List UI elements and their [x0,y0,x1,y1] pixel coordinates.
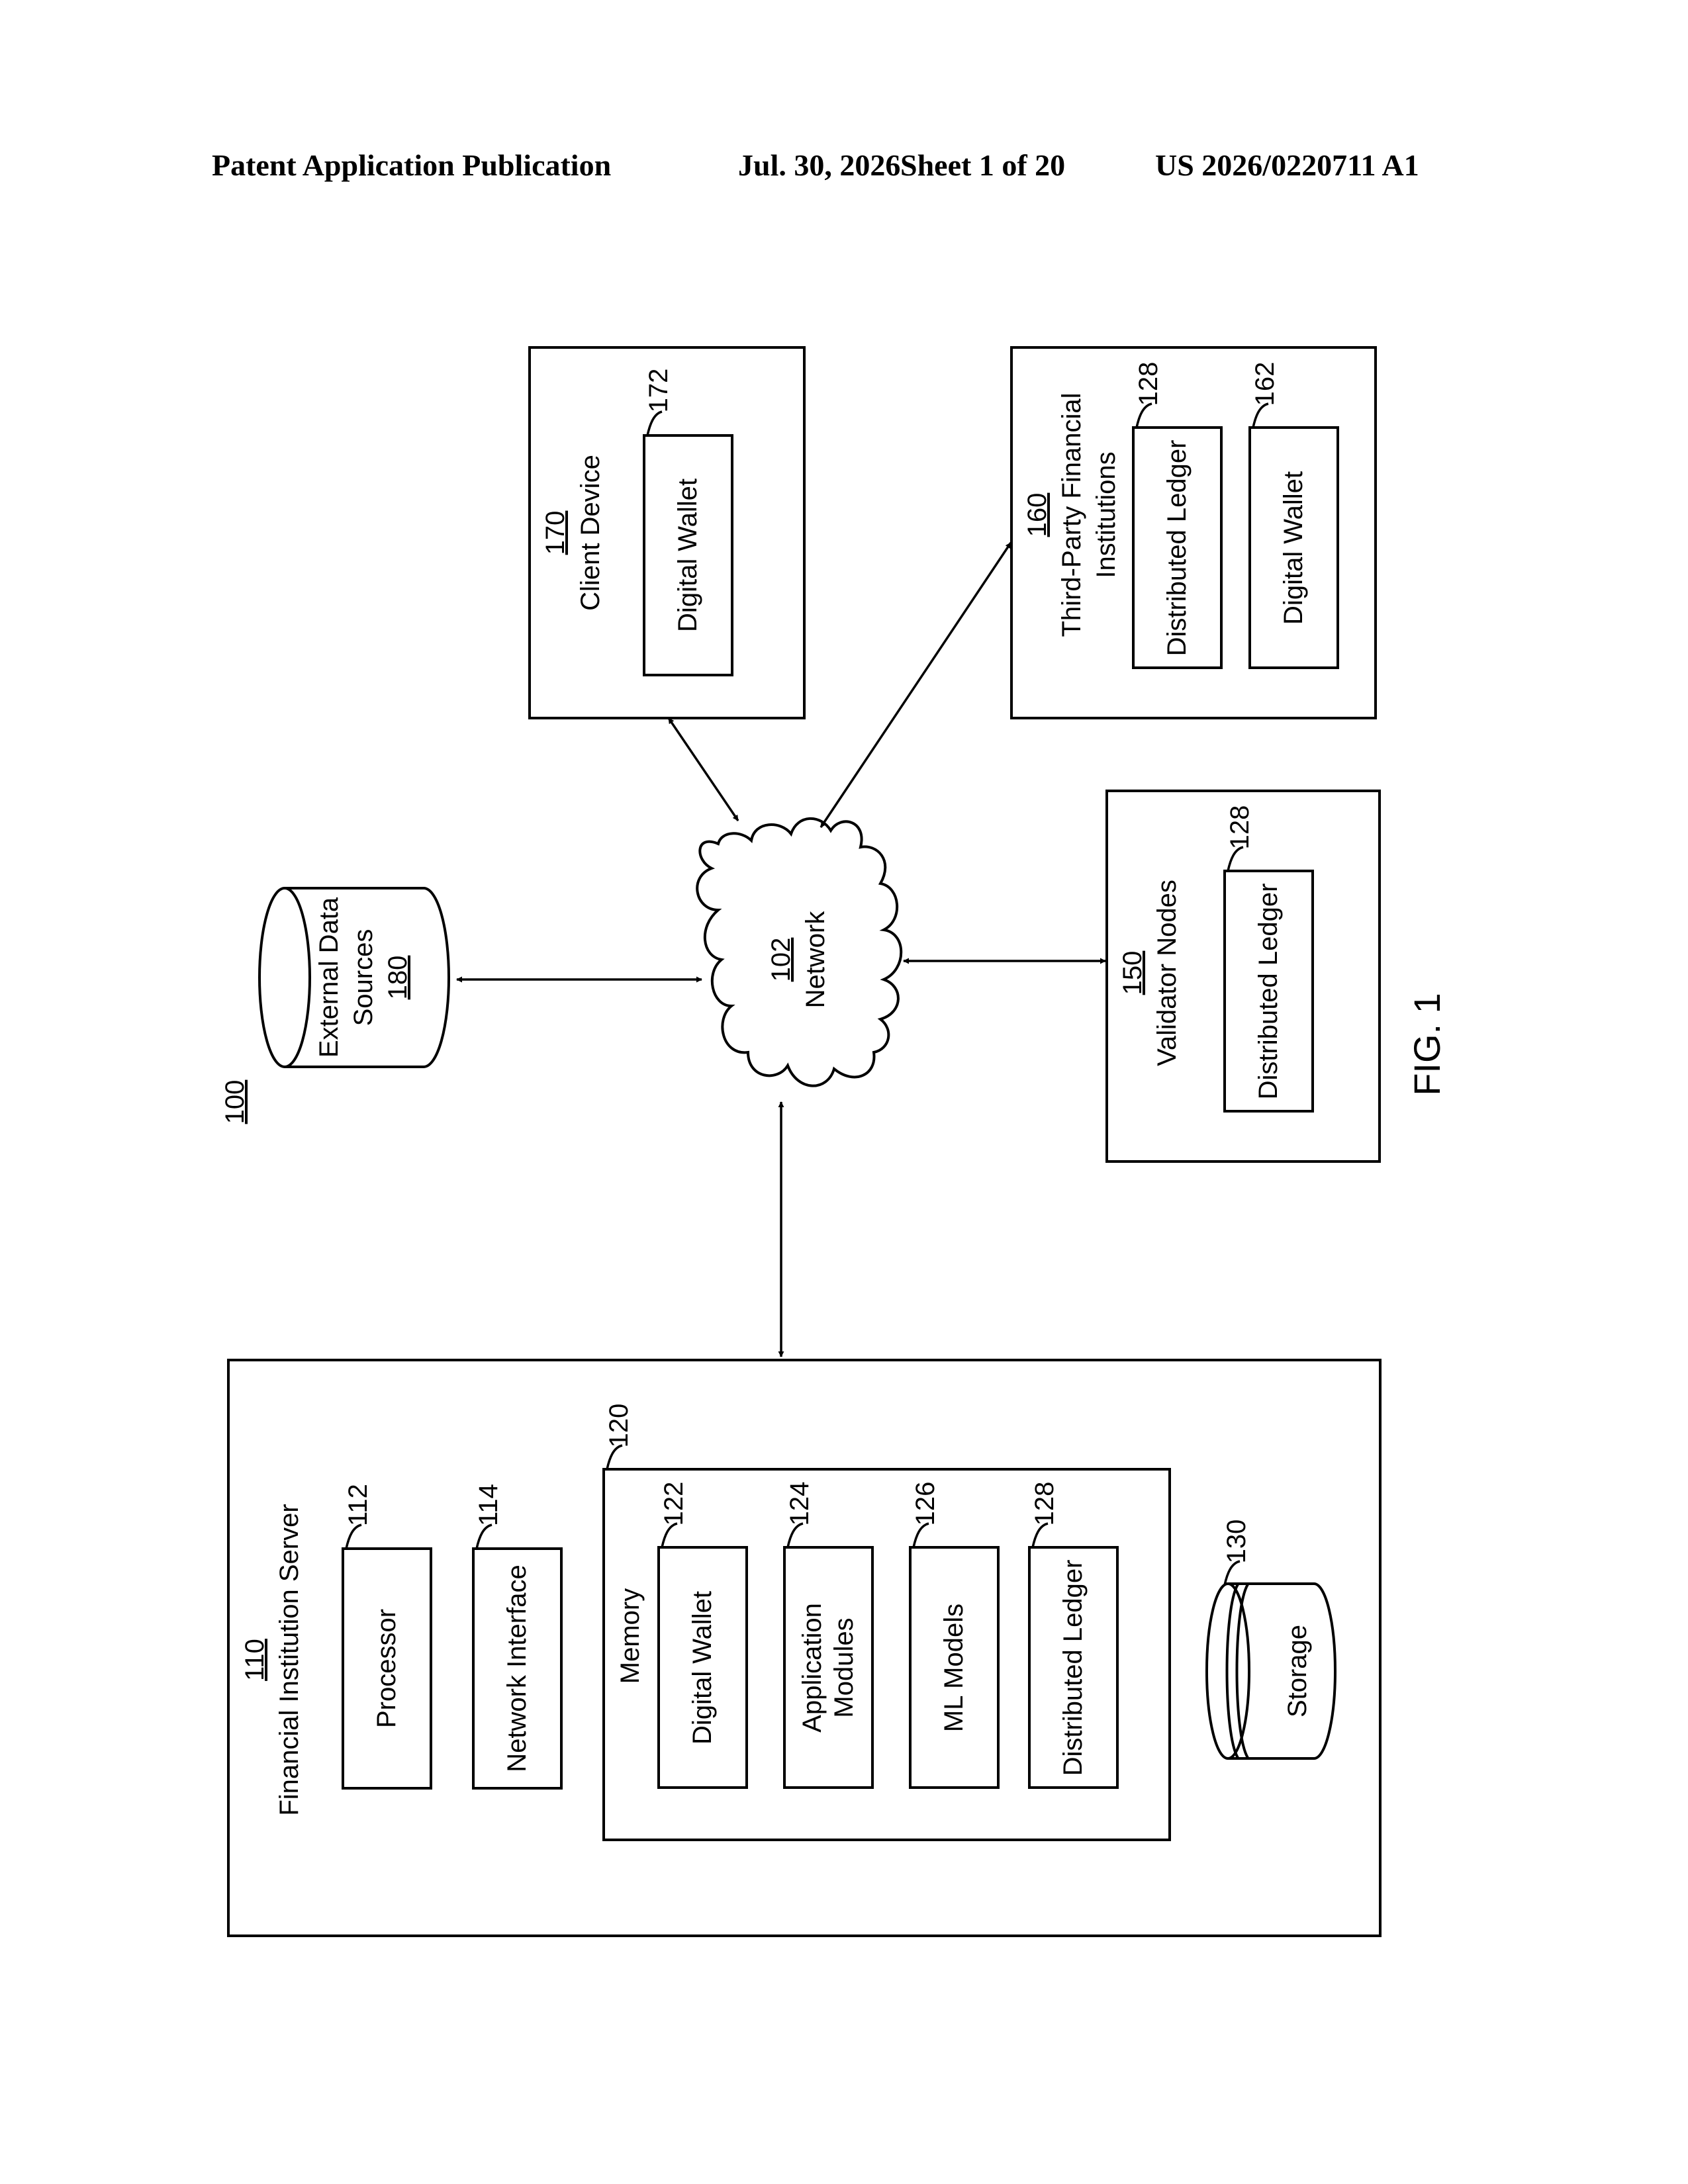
storage-leader [1225,1561,1240,1585]
network-interface-ref: 114 [474,1484,503,1526]
header-date: Jul. 30, 2026 [738,148,900,182]
third-party-ledger-label: Distributed Ledger [1162,440,1192,657]
third-party-line1: Third-Party Financial [1057,392,1086,637]
application-modules-line2: Modules [829,1617,859,1717]
memory-digital-wallet-label: Digital Wallet [688,1591,717,1745]
network-interface-leader [477,1525,492,1549]
third-party-ref: 160 [1023,493,1052,537]
third-party-wallet-leader [1253,404,1268,428]
memory-distributed-ledger-ref: 128 [1030,1482,1059,1526]
validator-ref: 150 [1118,951,1147,995]
application-modules-ref: 124 [785,1482,814,1526]
application-modules-leader [788,1524,803,1547]
header-sheet: Sheet 1 of 20 [900,148,1065,182]
processor-leader [346,1525,361,1549]
storage-ref: 130 [1222,1520,1251,1564]
figure-label: FIG. 1 [1406,993,1448,1096]
memory-leader [607,1445,622,1469]
external-data-line2: Sources [349,929,378,1026]
network-ref: 102 [767,938,796,982]
figure-ref: 100 [220,1080,250,1124]
memory-digital-wallet-ref: 122 [659,1482,688,1526]
server-label: Financial Institution Server [275,1504,304,1815]
memory-ref: 120 [604,1404,633,1448]
external-data-ref: 180 [383,956,412,1000]
external-data-line1: External Data [314,897,344,1058]
client-wallet-ref: 172 [644,369,673,413]
arrow-network-third-party [821,543,1011,827]
server-ref: 110 [240,1639,269,1681]
ml-models-leader [914,1524,929,1547]
header-publication: Patent Application Publication [212,148,611,182]
memory-label: Memory [616,1588,645,1684]
ml-models-ref: 126 [911,1482,940,1526]
memory-distributed-ledger-leader [1033,1524,1048,1547]
arrow-network-client-device [669,718,738,821]
network-interface-label: Network Interface [502,1565,532,1772]
memory-distributed-ledger-label: Distributed Ledger [1058,1560,1088,1776]
validator-ledger-ref: 128 [1225,805,1254,850]
validator-ledger-label: Distributed Ledger [1254,884,1283,1100]
memory-digital-wallet-leader [662,1524,677,1547]
network-cloud [697,819,901,1086]
application-modules-line1: Application [798,1603,827,1733]
third-party-wallet-ref: 162 [1250,362,1280,406]
processor-ref: 112 [344,1484,373,1526]
third-party-ledger-ref: 128 [1134,362,1163,406]
network-label: Network [801,911,830,1009]
header-number: US 2026/0220711 A1 [1155,148,1419,182]
client-wallet-label: Digital Wallet [673,478,702,632]
client-device-ref: 170 [541,511,570,555]
processor-label: Processor [372,1609,401,1728]
validator-ledger-leader [1228,847,1243,871]
ml-models-label: ML Models [939,1604,968,1732]
third-party-line2: Institutions [1092,451,1121,578]
client-wallet-leader [647,412,662,435]
third-party-wallet-label: Digital Wallet [1279,471,1308,625]
client-device-label: Client Device [576,455,605,611]
storage-label: Storage [1283,1625,1312,1717]
storage-cylinder [1207,1584,1335,1758]
validator-label: Validator Nodes [1152,880,1182,1066]
third-party-ledger-leader [1137,404,1152,428]
